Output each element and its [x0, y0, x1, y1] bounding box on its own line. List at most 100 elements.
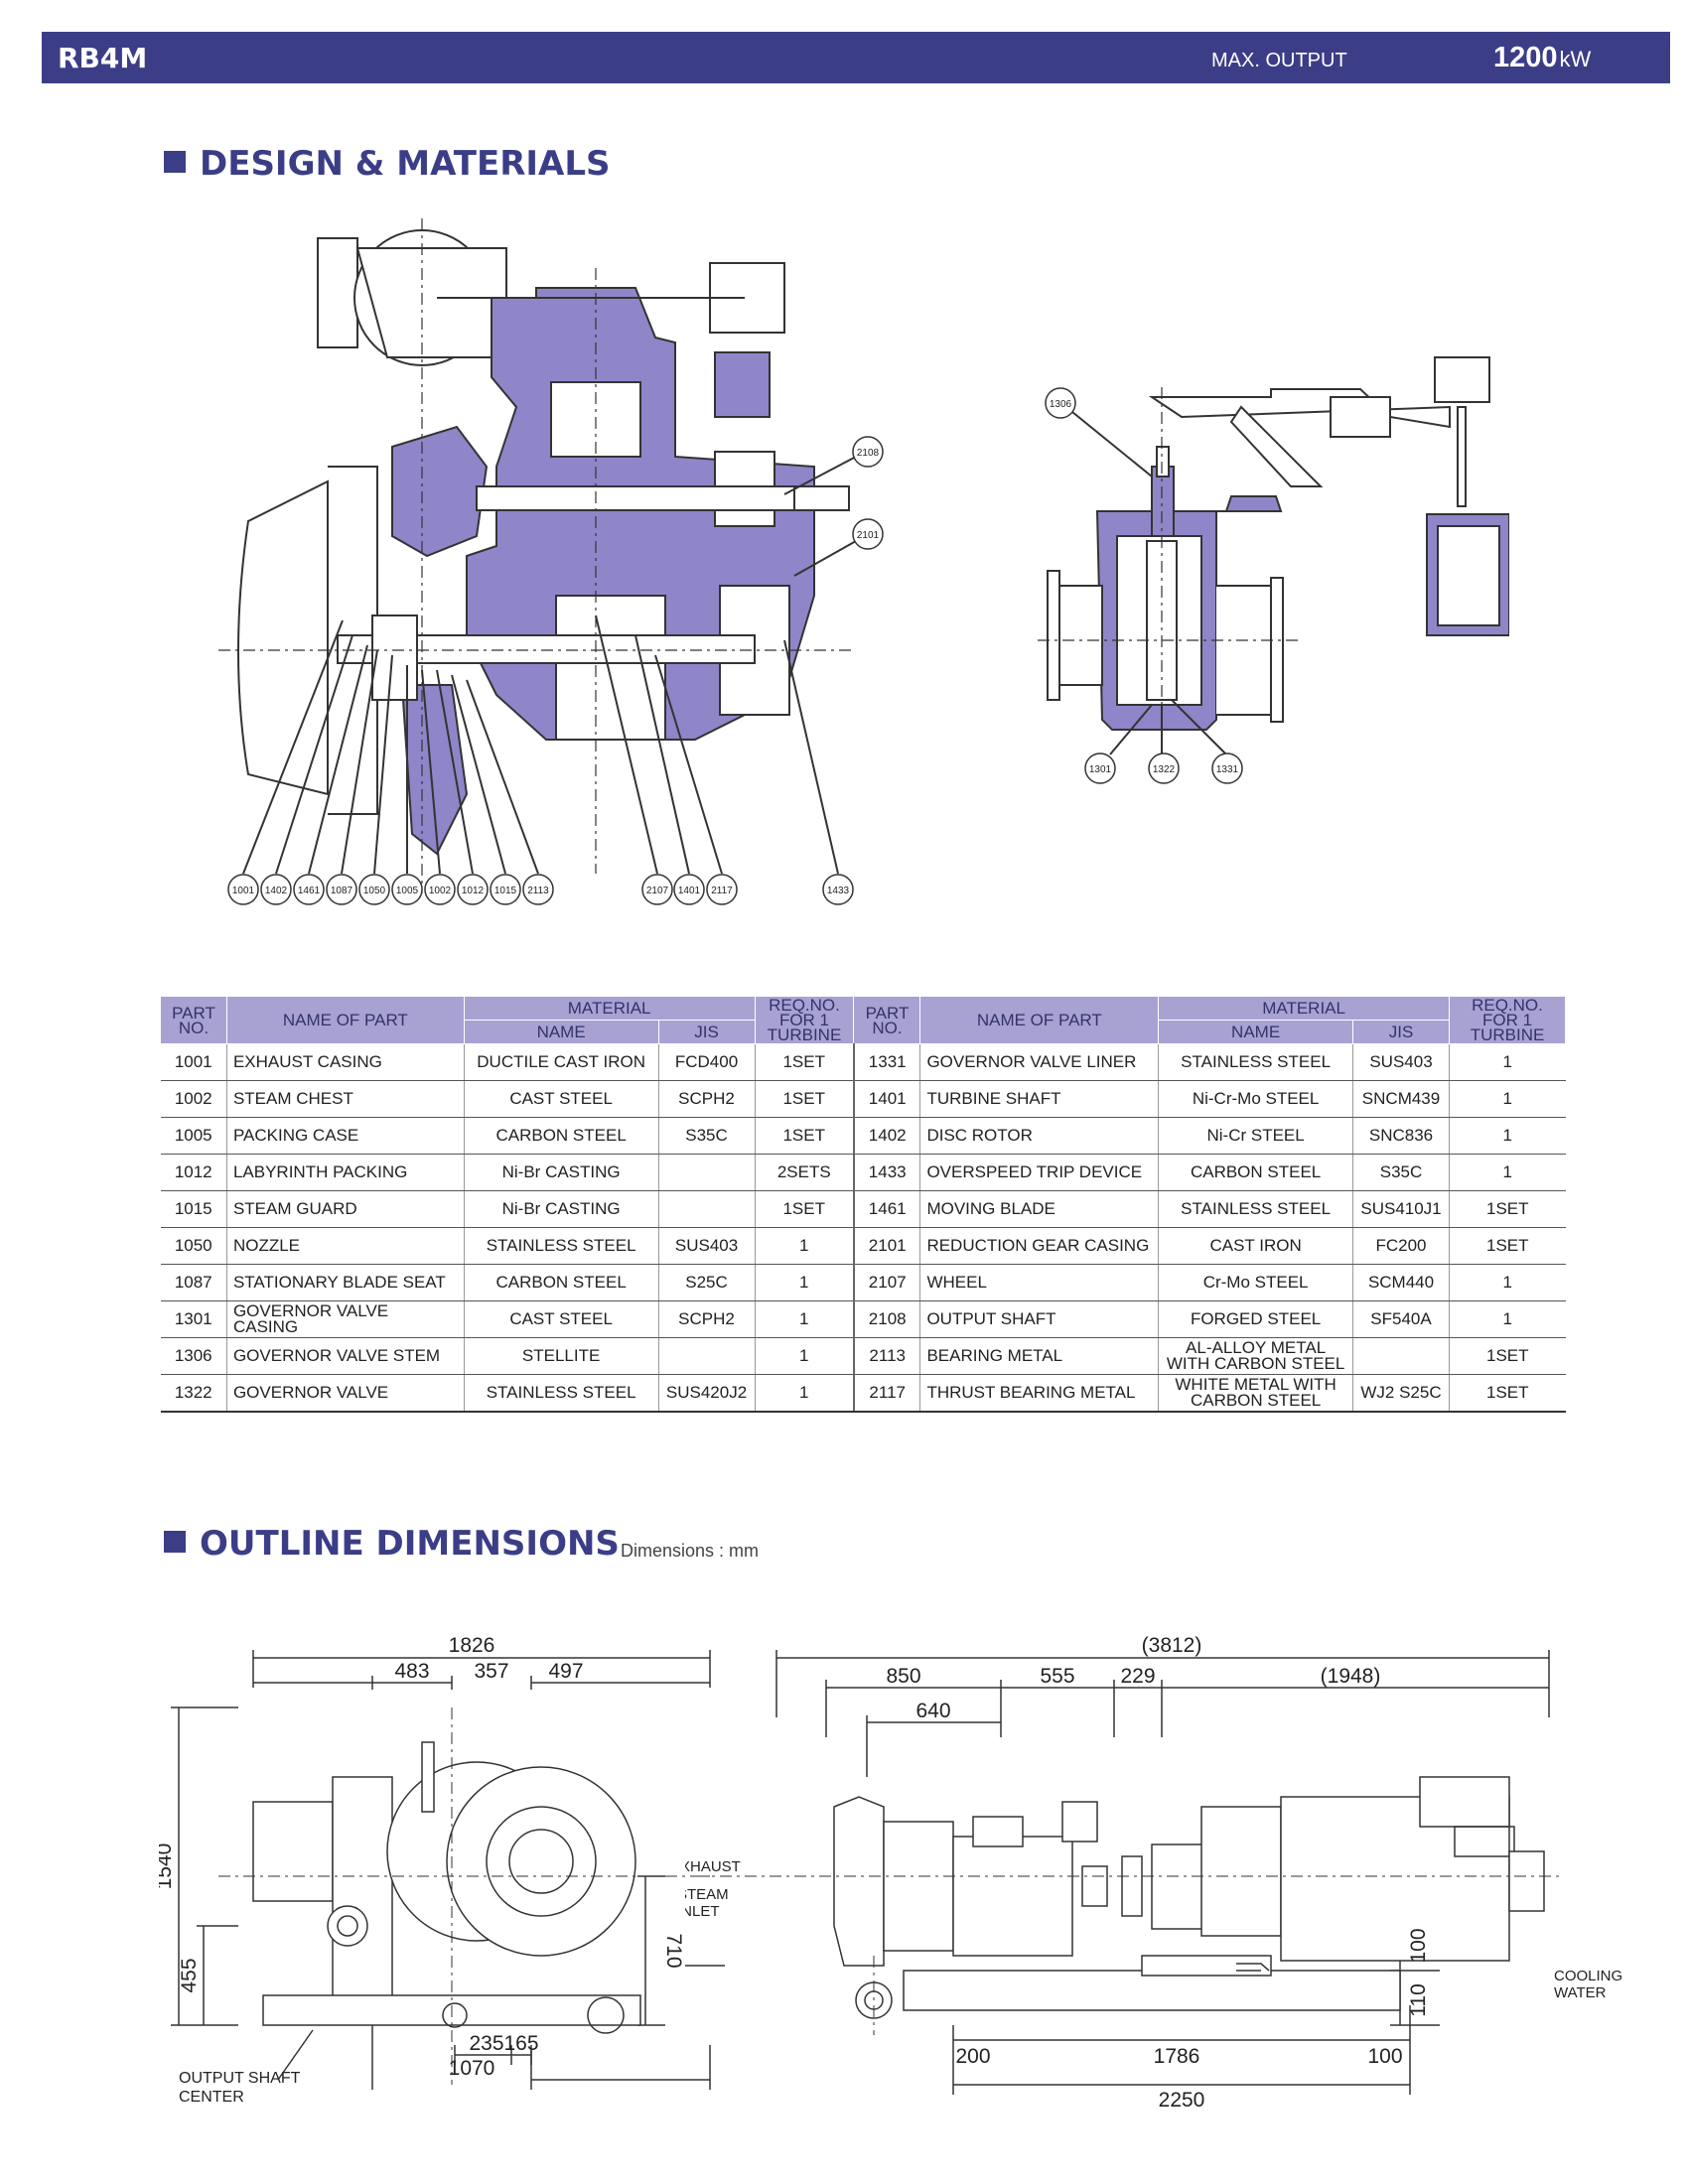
table-row: 1306 GOVERNOR VALVE STEM STELLITE 1 2113… [160, 1337, 1566, 1375]
dim-710: 710 [662, 1933, 685, 1968]
part-name: STEAM CHEST [225, 1080, 465, 1118]
jis-code: S35C [657, 1117, 756, 1155]
jis-code: SUS403 [657, 1227, 756, 1265]
outline-side-view: (3812) 850 555 229 (1948) 640 200 1786 1… [685, 1634, 1622, 2112]
jis-code: S25C [657, 1264, 756, 1301]
material-name: Ni-Cr STEEL [1158, 1117, 1353, 1155]
material-name: Ni-Br CASTING [463, 1190, 659, 1228]
callout-1001: 1001 [232, 886, 255, 896]
part-no: 2113 [852, 1337, 920, 1375]
callout-1433: 1433 [827, 886, 850, 896]
part-no: 1322 [160, 1374, 227, 1413]
header-bar: RB4M MAX. OUTPUT 1200kW [42, 32, 1670, 83]
dim-1070: 1070 [449, 2057, 495, 2080]
part-no: 2117 [852, 1374, 920, 1413]
req-quantity: 1 [1449, 1043, 1566, 1081]
label-exhaust: EXHAUST [685, 1858, 741, 1875]
table-row: 1001 EXHAUST CASING DUCTILE CAST IRON FC… [160, 1043, 1566, 1081]
callout-1301: 1301 [1089, 764, 1112, 775]
jis-code: SCM440 [1352, 1264, 1450, 1301]
material-name: CARBON STEEL [463, 1117, 659, 1155]
dim-455: 455 [178, 1958, 201, 1992]
part-name: REDUCTION GEAR CASING [919, 1227, 1159, 1265]
callout-1012: 1012 [462, 886, 485, 896]
material-name: FORGED STEEL [1158, 1300, 1353, 1338]
part-name: GOVERNOR VALVE CASING [225, 1300, 465, 1338]
part-no: 1050 [160, 1227, 227, 1265]
jis-code [1352, 1337, 1450, 1375]
jis-code: S35C [1352, 1154, 1450, 1191]
part-no: 2107 [852, 1264, 920, 1301]
dim-height: 1540 [159, 1843, 176, 1890]
callout-1015: 1015 [494, 886, 517, 896]
part-no: 1331 [852, 1043, 920, 1081]
material-name: CAST IRON [1158, 1227, 1353, 1265]
material-name: STAINLESS STEEL [463, 1374, 659, 1413]
part-no: 1301 [160, 1300, 227, 1338]
part-name: STEAM GUARD [225, 1190, 465, 1228]
callout-1331: 1331 [1216, 764, 1239, 775]
material-name: Ni-Cr-Mo STEEL [1158, 1080, 1353, 1118]
req-quantity: 1SET [1449, 1337, 1566, 1375]
table-row: 1012 LABYRINTH PACKING Ni-Br CASTING 2SE… [160, 1154, 1566, 1191]
material-name: CAST STEEL [463, 1300, 659, 1338]
req-quantity: 1SET [1449, 1227, 1566, 1265]
dim-497: 497 [548, 1660, 583, 1683]
req-quantity: 1 [754, 1374, 854, 1413]
part-name: MOVING BLADE [919, 1190, 1159, 1228]
jis-code: SNC836 [1352, 1117, 1450, 1155]
jis-code: SNCM439 [1352, 1080, 1450, 1118]
dim-850: 850 [886, 1665, 920, 1688]
material-name: STELLITE [463, 1337, 659, 1375]
turbine-cross-section: 1001 1402 1461 1087 1050 1005 1002 1012 … [218, 218, 884, 905]
callout-1306: 1306 [1050, 399, 1072, 410]
section-marker [164, 151, 186, 173]
dim-110-vertical: 110 [1407, 1983, 1430, 2016]
jis-code: WJ2 S25C [1352, 1374, 1450, 1413]
callout-2107: 2107 [646, 886, 669, 896]
section-title-design: DESIGN & MATERIALS [164, 144, 611, 184]
header-material: MATERIAL [1158, 996, 1450, 1021]
outline-front-view: 1826 483 357 497 1540 455 710 235 165 10… [159, 1634, 715, 2106]
part-no: 1306 [160, 1337, 227, 1375]
part-name: BEARING METAL [919, 1337, 1159, 1375]
dim-235: 235 [469, 2032, 503, 2055]
part-no: 1461 [852, 1190, 920, 1228]
dim-1948: (1948) [1321, 1665, 1381, 1688]
label-output-shaft: OUTPUT SHAFT [179, 2070, 301, 2087]
jis-code [657, 1154, 756, 1191]
req-quantity: 1 [1449, 1080, 1566, 1118]
material-name: DUCTILE CAST IRON [463, 1043, 659, 1081]
dim-2250: 2250 [1159, 2089, 1205, 2112]
header-req-no: REQ.NO. FOR 1 TURBINE [754, 996, 855, 1044]
part-name: DISC ROTOR [919, 1117, 1159, 1155]
table-row: 1087 STATIONARY BLADE SEAT CARBON STEEL … [160, 1264, 1566, 1301]
dim-1786: 1786 [1154, 2045, 1200, 2068]
req-quantity: 1 [1449, 1264, 1566, 1301]
label-steam: STEAM [685, 1886, 729, 1903]
req-quantity: 2SETS [754, 1154, 854, 1191]
callout-1002: 1002 [429, 886, 452, 896]
material-name: CARBON STEEL [1158, 1154, 1353, 1191]
callout-2108: 2108 [857, 448, 880, 459]
label-cooling: COOLING [1554, 1968, 1622, 1984]
part-name: EXHAUST CASING [225, 1043, 465, 1081]
jis-code: SCPH2 [657, 1080, 756, 1118]
dim-overall-width: 1826 [449, 1634, 495, 1657]
part-name: TURBINE SHAFT [919, 1080, 1159, 1118]
part-name: OUTPUT SHAFT [919, 1300, 1159, 1338]
jis-code [657, 1337, 756, 1375]
part-no: 2101 [852, 1227, 920, 1265]
header-req-no: REQ.NO. FOR 1 TURBINE [1449, 996, 1566, 1044]
req-quantity: 1 [754, 1300, 854, 1338]
req-quantity: 1SET [754, 1117, 854, 1155]
callout-1087: 1087 [331, 886, 353, 896]
part-no: 1402 [852, 1117, 920, 1155]
table-row: 1005 PACKING CASE CARBON STEEL S35C 1SET… [160, 1117, 1566, 1155]
dim-229: 229 [1120, 1665, 1155, 1688]
material-name: CARBON STEEL [463, 1264, 659, 1301]
table-row: 1301 GOVERNOR VALVE CASING CAST STEEL SC… [160, 1300, 1566, 1338]
part-no: 1433 [852, 1154, 920, 1191]
part-no: 1005 [160, 1117, 227, 1155]
jis-code: SCPH2 [657, 1300, 756, 1338]
